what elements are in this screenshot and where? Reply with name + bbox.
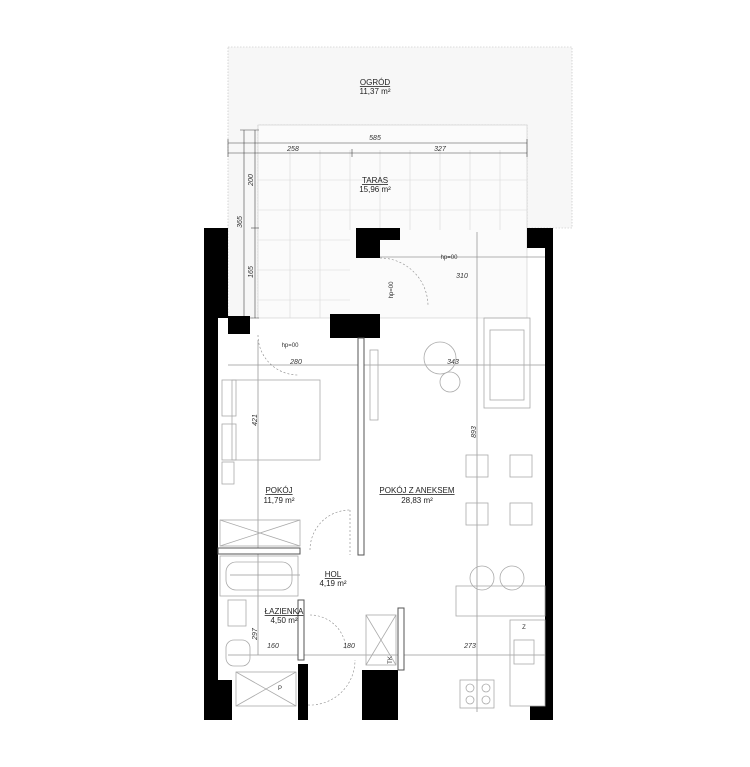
dim-terrace-left: 258 (286, 146, 299, 153)
bedroom-area-value: 11,79 m² (264, 496, 295, 505)
fridge-label: Z (522, 625, 526, 631)
interior-lines (228, 232, 545, 712)
dim-terrace-depth-top: 200 (248, 174, 255, 187)
dim-hall-bottom: 180 (343, 643, 355, 650)
walls[interactable] (204, 228, 553, 720)
dim-kitchen-bottom: 273 (463, 643, 476, 650)
dim-bedroom-top: 280 (289, 359, 302, 366)
terrace-name: TARAS (362, 176, 388, 185)
bathroom-area-value: 4,50 m² (270, 616, 297, 625)
hall-name: HOL (325, 570, 342, 579)
doors[interactable] (257, 257, 429, 706)
dim-bedroom-height: 421 (252, 414, 259, 426)
dim-living-height: 893 (471, 426, 478, 438)
terrace-grid (257, 124, 528, 319)
bathroom-name: ŁAZIENKA (265, 607, 304, 616)
dim-terrace-depth: 365 (237, 216, 244, 228)
garden-area-value: 11,37 m² (360, 87, 391, 96)
closet-p-label: P (278, 686, 282, 692)
garden-name: OGRÓD (360, 78, 390, 87)
living-area-value: 28,83 m² (401, 496, 433, 505)
threshold-bedroom: hp=00 (282, 343, 300, 349)
hall-area-value: 4,19 m² (319, 579, 346, 588)
bedroom-name: POKÓJ (265, 486, 292, 495)
dim-living-top: 310 (456, 273, 468, 280)
dim-bath-height: 297 (252, 627, 259, 641)
dim-living-mid: 343 (447, 359, 459, 366)
closet-tk-label: TK (388, 656, 394, 664)
living-name: POKÓJ Z ANEKSEM (379, 486, 454, 495)
threshold-terrace-top: hp=00 (441, 255, 459, 261)
dim-terrace-depth-bottom: 165 (248, 266, 255, 278)
threshold-terrace-side: hp=00 (389, 281, 395, 299)
terrace-dimensions (227, 129, 528, 319)
furniture (219, 317, 546, 709)
dim-terrace-right: 327 (434, 146, 447, 153)
terrace-area-value: 15,96 m² (359, 185, 391, 194)
dim-terrace-width: 585 (369, 135, 381, 142)
dim-bath-bottom: 160 (267, 643, 279, 650)
